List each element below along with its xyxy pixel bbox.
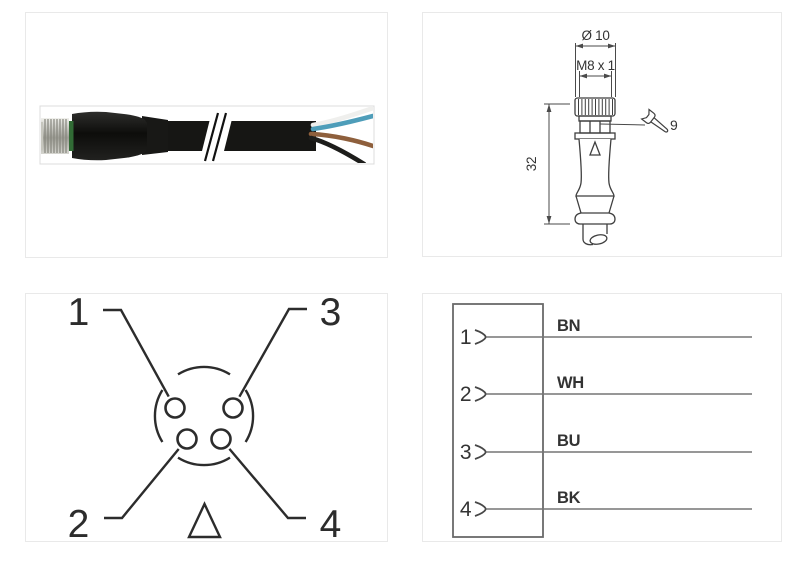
arrow-down-icon: [546, 216, 552, 224]
wire-white: [310, 107, 373, 128]
cable-stub: [582, 224, 608, 246]
cable-break-icon: [199, 111, 234, 163]
arrow-left-icon: [575, 43, 583, 49]
wiring-pin-number: 3: [460, 441, 471, 464]
wire-color-code: BK: [557, 489, 581, 507]
leader-pin1: [103, 308, 170, 398]
panel-pinout-diagram: 1 3 2 4: [25, 293, 388, 542]
leader-pin3: [238, 307, 307, 398]
pin2-hole: [176, 428, 198, 450]
seal-ring: [69, 121, 74, 151]
panel-product-photo: [25, 12, 388, 258]
wiring-pin-number: 4: [460, 498, 472, 521]
connector-side-view: [574, 97, 616, 246]
socket-contact-icon: [474, 444, 488, 460]
keying-triangle-icon: [187, 501, 222, 539]
collar: [574, 132, 616, 140]
wire-black: [308, 135, 367, 163]
extension-lines-d10: [575, 43, 616, 97]
socket-contact-icon: [474, 501, 488, 517]
wiring-pin-number: 2: [460, 383, 471, 406]
wrench-icon: [640, 108, 669, 133]
dim-length-label: 32: [524, 157, 539, 171]
wire-color-code: WH: [557, 374, 584, 392]
keying-triangle-icon: [589, 140, 601, 156]
connector-drawing: Ø 10 M8 x 1 32: [524, 28, 678, 246]
connector-photo: [41, 107, 373, 163]
dim-32-lines: [544, 103, 570, 225]
wire-brown: [308, 131, 373, 149]
hex-flats: [579, 120, 611, 134]
panel-technical-drawing: Ø 10 M8 x 1 32: [422, 12, 782, 257]
leader-pin2: [104, 448, 180, 520]
wiring-row: 4 BK: [460, 489, 752, 521]
socket-contact-icon: [474, 329, 488, 345]
wrench-size-label: 9: [670, 117, 678, 133]
arrow-right-icon: [608, 43, 616, 49]
pin3-hole: [222, 397, 244, 419]
wiring-row: 1 BN: [460, 317, 752, 349]
pinout-diagram: 1 3 2 4: [68, 294, 342, 541]
wiring-row: 3 BU: [460, 432, 752, 464]
wire-blue: [310, 113, 373, 132]
wiring-diagram: 1 BN 2 WH 3 BU 4 BK: [452, 303, 752, 538]
body-upper: [575, 138, 615, 197]
connector-body: [72, 111, 147, 161]
pin1-label: 1: [68, 294, 89, 334]
knurl-texture: [44, 119, 67, 153]
pin4-label: 4: [320, 503, 341, 541]
connector-block-outline: [452, 303, 544, 538]
socket-contact-icon: [474, 386, 488, 402]
arrow-right-icon: [604, 73, 612, 79]
product-photo-image: [39, 105, 375, 165]
panel-wiring-diagram: 1 BN 2 WH 3 BU 4 BK: [422, 293, 782, 542]
arrow-left-icon: [579, 73, 587, 79]
wire-color-code: BN: [557, 317, 580, 335]
arrow-up-icon: [546, 104, 552, 112]
connector-face-circle: [153, 365, 255, 467]
pin4-hole: [210, 428, 232, 450]
wire-color-code: BU: [557, 432, 580, 450]
extension-lines-m8: [579, 71, 612, 97]
knurled-nut: [41, 118, 69, 154]
dim-diameter-label: Ø 10: [581, 28, 609, 43]
cable-cut-end: [589, 234, 608, 245]
wiring-pin-number: 1: [460, 326, 471, 349]
wiring-row: 2 WH: [460, 374, 752, 406]
knurl-lines: [578, 99, 613, 115]
pin1-hole: [164, 397, 186, 419]
dim-thread-label: M8 x 1: [576, 58, 615, 73]
strain-relief: [574, 212, 616, 225]
wrench-leader-line: [599, 123, 646, 126]
pin2-label: 2: [68, 503, 89, 541]
leader-pin4: [228, 448, 306, 520]
pin3-label: 3: [320, 294, 341, 334]
